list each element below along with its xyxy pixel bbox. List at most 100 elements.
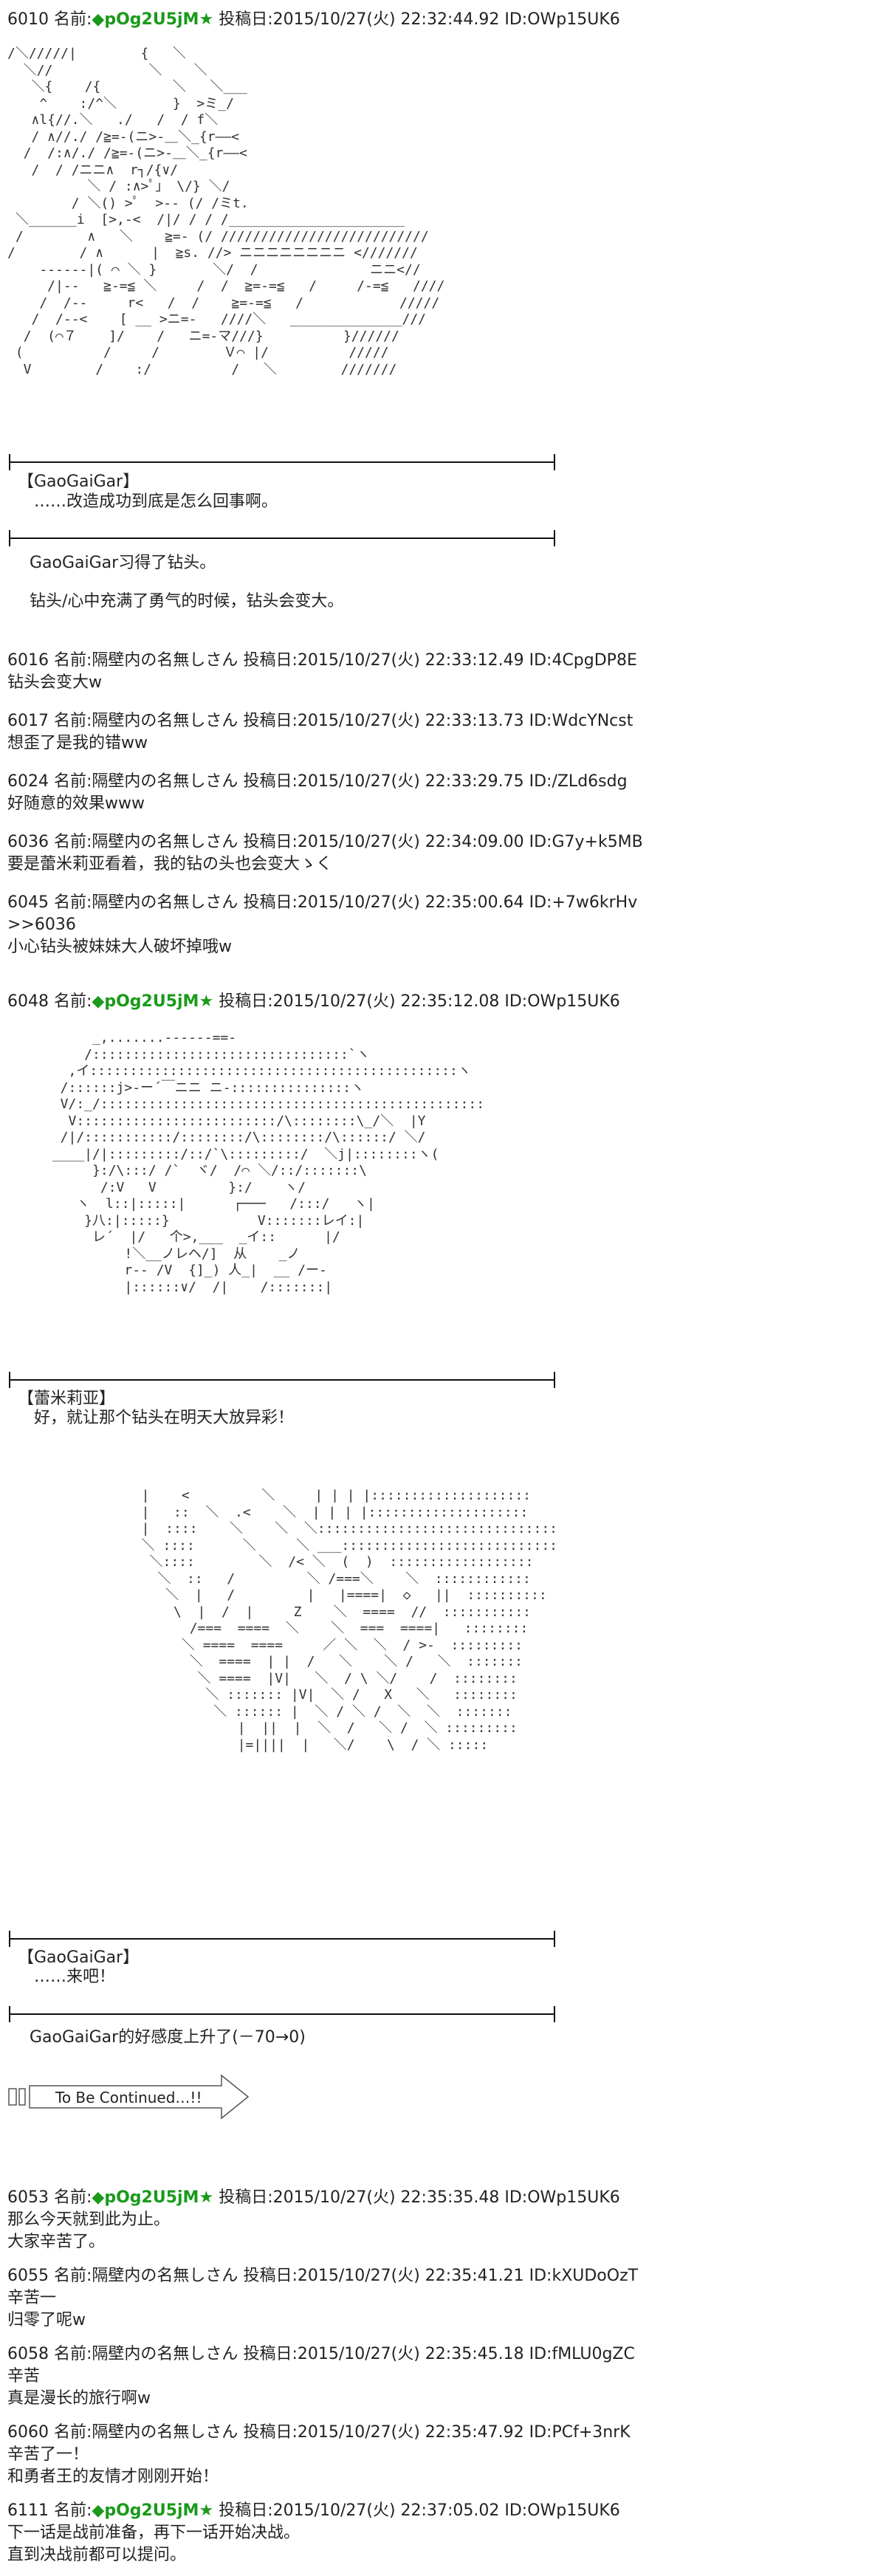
poster-name[interactable]: 隔壁内の名無しさん [92, 893, 238, 912]
post-body: 钻头会变大w [7, 673, 102, 692]
post-number: 6017 [7, 712, 49, 730]
name-label: 名前: [54, 992, 92, 1011]
post-header: 6111 名前:◆pOg2U5jM★ 投稿日:2015/10/27(火) 22:… [7, 2500, 879, 2522]
name-label: 名前: [54, 833, 92, 851]
post-body: 想歪了是我的错ww [7, 734, 148, 752]
name-label: 名前: [54, 2501, 92, 2520]
divider [9, 1931, 555, 1947]
narration: GaoGaiGar的好感度上升了(－70→0) [30, 2028, 306, 2047]
speaker-tag: 【蕾米莉亚】 [18, 1390, 116, 1408]
poster-id[interactable]: ID:fMLU0gZC [529, 2345, 635, 2363]
poster-id[interactable]: ID:+7w6krHv [529, 893, 638, 912]
post-body: 好随意的效果www [7, 794, 145, 813]
ascii-art-robot: /＼/////| { ＼ ＼// ＼ ＼ ＼{ /{ ＼ ＼___ ^ :/^＼… [7, 46, 445, 377]
post-date: 投稿日:2015/10/27(火) 22:33:29.75 [243, 772, 524, 791]
post-header: 6010 名前:◆pOg2U5jM★ 投稿日:2015/10/27(火) 22:… [7, 9, 879, 31]
post-number: 6053 [7, 2188, 49, 2207]
name-label: 名前: [54, 10, 92, 29]
poster-name[interactable]: ◆pOg2U5jM★ [92, 10, 214, 29]
poster-name[interactable]: 隔壁内の名無しさん [92, 2267, 238, 2285]
poster-name[interactable]: ◆pOg2U5jM★ [92, 992, 214, 1011]
post-body: 辛苦 真是漫长的旅行啊w [7, 2367, 151, 2408]
post-6024: 6024 名前:隔壁内の名無しさん 投稿日:2015/10/27(火) 22:3… [7, 771, 879, 815]
dialogue-line: ……来吧！ [18, 1968, 116, 1986]
post-6036: 6036 名前:隔壁内の名無しさん 投稿日:2015/10/27(火) 22:3… [7, 831, 879, 876]
post-6017: 6017 名前:隔壁内の名無しさん 投稿日:2015/10/27(火) 22:3… [7, 710, 879, 755]
name-label: 名前: [54, 2423, 92, 2442]
poster-id[interactable]: ID:WdcYNcst [529, 712, 633, 730]
to-be-continued-arrow-icon [8, 2074, 250, 2120]
post-6055: 6055 名前:隔壁内の名無しさん 投稿日:2015/10/27(火) 22:3… [7, 2265, 879, 2332]
post-number: 6036 [7, 833, 49, 851]
narration: 钻头/心中充满了勇气的时候，钻头会变大。 [30, 592, 344, 611]
name-label: 名前: [54, 2345, 92, 2363]
poster-name[interactable]: 隔壁内の名無しさん [92, 651, 238, 670]
to-be-continued-label: To Be Continued…!! [55, 2089, 202, 2106]
post-body: 那么今天就到此为止。 大家辛苦了。 [7, 2211, 171, 2251]
post-6060: 6060 名前:隔壁内の名無しさん 投稿日:2015/10/27(火) 22:3… [7, 2422, 879, 2488]
narration: GaoGaiGar习得了钻头。 [30, 554, 216, 572]
poster-name[interactable]: 隔壁内の名無しさん [92, 712, 238, 730]
poster-name[interactable]: ◆pOg2U5jM★ [92, 2501, 214, 2520]
divider [9, 1372, 555, 1388]
poster-name[interactable]: ◆pOg2U5jM★ [92, 2188, 214, 2207]
post-number: 6060 [7, 2423, 49, 2442]
post-header: 6058 名前:隔壁内の名無しさん 投稿日:2015/10/27(火) 22:3… [7, 2343, 879, 2366]
speaker-tag: 【GaoGaiGar】 [18, 473, 140, 491]
post-number: 6010 [7, 10, 49, 29]
divider [9, 454, 555, 470]
name-label: 名前: [54, 712, 92, 730]
post-number: 6048 [7, 992, 49, 1011]
poster-id[interactable]: ID:OWp15UK6 [504, 992, 620, 1011]
poster-id[interactable]: ID:4CpgDP8E [529, 651, 637, 670]
post-header: 6055 名前:隔壁内の名無しさん 投稿日:2015/10/27(火) 22:3… [7, 2265, 879, 2287]
post-number: 6024 [7, 772, 49, 791]
post-header: 6060 名前:隔壁内の名無しさん 投稿日:2015/10/27(火) 22:3… [7, 2422, 879, 2444]
poster-id[interactable]: ID:G7y+k5MB [529, 833, 643, 851]
post-date: 投稿日:2015/10/27(火) 22:37:05.02 [219, 2501, 500, 2520]
post-6048: 6048 名前:◆pOg2U5jM★ 投稿日:2015/10/27(火) 22:… [7, 991, 879, 1013]
post-date: 投稿日:2015/10/27(火) 22:35:12.08 [219, 992, 500, 1011]
post-6058: 6058 名前:隔壁内の名無しさん 投稿日:2015/10/27(火) 22:3… [7, 2343, 879, 2410]
post-6010: 6010 名前:◆pOg2U5jM★ 投稿日:2015/10/27(火) 22:… [7, 9, 879, 31]
ascii-art-gaogaigar: | < ＼ | | | |:::::::::::::::::::: | :: ＼… [141, 1488, 558, 1753]
post-number: 6058 [7, 2345, 49, 2363]
divider [9, 2006, 555, 2022]
poster-name[interactable]: 隔壁内の名無しさん [92, 2345, 238, 2363]
post-date: 投稿日:2015/10/27(火) 22:32:44.92 [219, 10, 500, 29]
post-number: 6055 [7, 2267, 49, 2285]
poster-id[interactable]: ID:OWp15UK6 [504, 2188, 620, 2207]
post-header: 6017 名前:隔壁内の名無しさん 投稿日:2015/10/27(火) 22:3… [7, 710, 879, 732]
post-6053: 6053 名前:◆pOg2U5jM★ 投稿日:2015/10/27(火) 22:… [7, 2187, 879, 2253]
post-number: 6045 [7, 893, 49, 912]
name-label: 名前: [54, 772, 92, 791]
post-body: 要是蕾米莉亚看着，我的钻の头也会变大ゝく [7, 855, 333, 873]
post-header: 6053 名前:◆pOg2U5jM★ 投稿日:2015/10/27(火) 22:… [7, 2187, 879, 2209]
poster-name[interactable]: 隔壁内の名無しさん [92, 833, 238, 851]
post-date: 投稿日:2015/10/27(火) 22:35:35.48 [219, 2188, 500, 2207]
poster-id[interactable]: ID:kXUDoOzT [529, 2267, 639, 2285]
post-header: 6016 名前:隔壁内の名無しさん 投稿日:2015/10/27(火) 22:3… [7, 650, 879, 672]
post-header: 6024 名前:隔壁内の名無しさん 投稿日:2015/10/27(火) 22:3… [7, 771, 879, 793]
post-date: 投稿日:2015/10/27(火) 22:35:00.64 [243, 893, 524, 912]
dialogue-line: 好，就让那个钻头在明天大放异彩！ [18, 1409, 295, 1427]
poster-id[interactable]: ID:OWp15UK6 [504, 2501, 620, 2520]
poster-id[interactable]: ID:OWp15UK6 [504, 10, 620, 29]
post-header: 6048 名前:◆pOg2U5jM★ 投稿日:2015/10/27(火) 22:… [7, 991, 879, 1013]
poster-name[interactable]: 隔壁内の名無しさん [92, 2423, 238, 2442]
poster-name[interactable]: 隔壁内の名無しさん [92, 772, 238, 791]
post-number: 6111 [7, 2501, 49, 2520]
poster-id[interactable]: ID:/ZLd6sdg [529, 772, 628, 791]
name-label: 名前: [54, 893, 92, 912]
post-number: 6016 [7, 651, 49, 670]
post-6111: 6111 名前:◆pOg2U5jM★ 投稿日:2015/10/27(火) 22:… [7, 2500, 879, 2566]
name-label: 名前: [54, 2267, 92, 2285]
post-6016: 6016 名前:隔壁内の名無しさん 投稿日:2015/10/27(火) 22:3… [7, 650, 879, 694]
post-header: 6036 名前:隔壁内の名無しさん 投稿日:2015/10/27(火) 22:3… [7, 831, 879, 853]
post-date: 投稿日:2015/10/27(火) 22:33:13.73 [243, 712, 524, 730]
name-label: 名前: [54, 2188, 92, 2207]
post-date: 投稿日:2015/10/27(火) 22:35:47.92 [243, 2423, 524, 2442]
ascii-art-remilia: _,.......----‐‐==- /::::::::::::::::::::… [52, 1030, 485, 1295]
poster-id[interactable]: ID:PCf+3nrK [529, 2423, 631, 2442]
divider [9, 530, 555, 546]
